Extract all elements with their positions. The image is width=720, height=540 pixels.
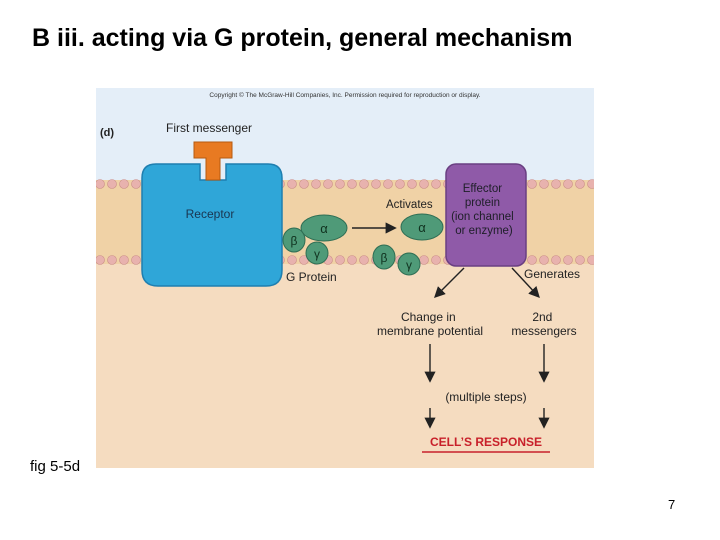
lipid-head <box>419 179 429 189</box>
lipid-head <box>335 255 345 265</box>
effector-label: Effector protein (ion channel or enzyme) <box>451 183 517 237</box>
lipid-head <box>563 179 573 189</box>
svg-text:α: α <box>418 220 426 235</box>
effector-protein <box>445 163 527 267</box>
lipid-head <box>431 255 441 265</box>
lipid-head <box>359 179 369 189</box>
lipid-head <box>347 255 357 265</box>
svg-text:γ: γ <box>406 258 412 272</box>
lipid-head <box>575 255 585 265</box>
lipid-head <box>335 179 345 189</box>
lipid-head <box>107 179 117 189</box>
lipid-head <box>563 255 573 265</box>
svg-text:α: α <box>320 221 328 236</box>
lipid-head <box>371 179 381 189</box>
arrow-to-second-messengers <box>511 267 540 299</box>
g-protein-mechanism-diagram: Copyright © The McGraw-Hill Companies, I… <box>96 88 594 468</box>
panel-label: (d) <box>100 127 114 139</box>
lipid-head <box>527 255 537 265</box>
multiple-steps-label: (multiple steps) <box>445 390 526 404</box>
lipid-head <box>419 255 429 265</box>
lipid-head <box>131 179 141 189</box>
lipid-head <box>587 179 594 189</box>
svg-text:γ: γ <box>314 247 320 261</box>
svg-text:β: β <box>291 234 298 248</box>
g-protein-activated: α β γ <box>372 213 444 276</box>
change-potential-label: Change in membrane potential <box>377 310 483 338</box>
lipid-head <box>131 255 141 265</box>
first-messenger-label: First messenger <box>166 121 252 135</box>
second-messengers-label: 2nd messengers <box>511 310 576 338</box>
lipid-head <box>407 179 417 189</box>
lipid-head <box>299 179 309 189</box>
lipid-head <box>96 179 105 189</box>
lipid-head <box>539 255 549 265</box>
generates-label: Generates <box>524 267 580 281</box>
receptor-label: Receptor <box>186 207 235 221</box>
copyright-note: Copyright © The McGraw-Hill Companies, I… <box>209 91 480 99</box>
lipid-head <box>107 255 117 265</box>
arrow-to-potential <box>434 267 465 298</box>
page-number: 7 <box>668 497 676 512</box>
lipid-head <box>551 179 561 189</box>
lipid-head <box>119 255 129 265</box>
lipid-head <box>575 179 585 189</box>
lipid-head <box>96 255 105 265</box>
alpha-subunit <box>300 214 348 242</box>
lipid-head <box>383 179 393 189</box>
cells-response-label: CELL’S RESPONSE <box>430 435 542 449</box>
lipid-head <box>527 179 537 189</box>
alpha-subunit-active <box>400 213 444 241</box>
cytoplasm <box>96 264 594 468</box>
lipid-head <box>347 179 357 189</box>
first-messenger-icon <box>193 141 233 181</box>
g-protein-label: G Protein <box>286 270 337 284</box>
beta-subunit <box>282 227 306 253</box>
gamma-subunit <box>305 241 329 265</box>
lipid-head <box>323 179 333 189</box>
activates-label: Activates <box>386 199 433 211</box>
figure-caption: fig 5-5d <box>30 458 81 475</box>
g-protein-bound: α β γ <box>282 214 348 265</box>
slide-title: B iii. acting via G protein, general mec… <box>32 24 573 52</box>
lipid-head <box>119 179 129 189</box>
receptor-protein <box>141 163 283 287</box>
lipid-head <box>431 179 441 189</box>
lipid-head <box>395 179 405 189</box>
lipid-head <box>551 255 561 265</box>
lipid-head <box>287 179 297 189</box>
lipid-head <box>311 179 321 189</box>
svg-text:β: β <box>381 251 388 265</box>
lipid-head <box>287 255 297 265</box>
lipid-head <box>539 179 549 189</box>
lipid-head <box>359 255 369 265</box>
gamma-subunit-free <box>397 252 421 276</box>
lipid-head <box>587 255 594 265</box>
beta-subunit-free <box>372 244 396 270</box>
